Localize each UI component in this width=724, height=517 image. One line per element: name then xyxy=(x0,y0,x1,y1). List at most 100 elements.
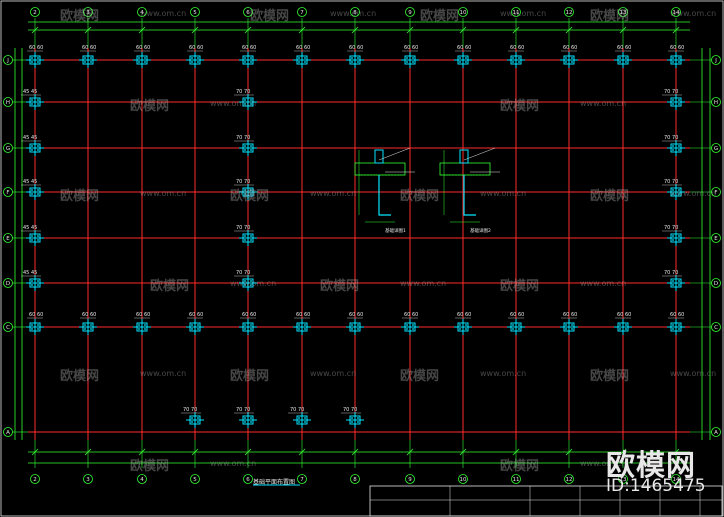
watermark-brand: 欧模网 xyxy=(130,99,170,114)
anchor-bolt xyxy=(465,324,467,326)
axis-bubble-circle xyxy=(564,7,574,17)
anchor-bolt xyxy=(304,421,306,423)
footing-dimension-tag: 60 60 xyxy=(29,312,43,318)
axis-bubble-label: 8 xyxy=(353,477,357,483)
watermark-brand: 欧模网 xyxy=(400,189,440,204)
column-footing: 70 70 xyxy=(181,407,204,428)
anchor-bolt xyxy=(244,235,246,237)
foundation-detail: 基础详图1 xyxy=(354,147,415,234)
anchor-bolt xyxy=(37,57,39,59)
axis-bubble-circle xyxy=(350,7,360,17)
anchor-bolt xyxy=(512,328,514,330)
anchor-bolt xyxy=(518,57,520,59)
axis-bubble-label: 7 xyxy=(300,477,304,483)
dim-slash xyxy=(619,26,627,34)
axis-bubble-label: 10 xyxy=(460,10,467,16)
anchor-bolt xyxy=(144,61,146,63)
column-footing: 70 70 xyxy=(341,407,364,428)
anchor-bolt xyxy=(357,324,359,326)
anchor-bolt xyxy=(518,328,520,330)
footing-dimension-tag: 60 60 xyxy=(670,45,684,51)
watermark-brand: 欧模网 xyxy=(420,9,460,24)
dim-slash xyxy=(459,448,467,456)
anchor-bolt xyxy=(565,324,567,326)
anchor-bolt xyxy=(197,421,199,423)
anchor-bolt xyxy=(619,57,621,59)
anchor-bolt xyxy=(244,284,246,286)
anchor-bolt xyxy=(244,57,246,59)
footing-dimension-tag: 70 70 xyxy=(236,225,250,231)
axis-bubble-col: 11 xyxy=(511,7,521,17)
axis-bubble-label: 11 xyxy=(513,477,520,483)
column-footing: 60 60 xyxy=(560,312,578,335)
anchor-bolt xyxy=(298,417,300,419)
column-footing: 70 70 xyxy=(662,89,685,110)
footing-dimension-tag: 70 70 xyxy=(664,225,678,231)
watermark-brand: 欧模网 xyxy=(590,369,630,384)
axis-bubble-circle xyxy=(83,7,93,17)
footing-dimension-tag: 60 60 xyxy=(617,45,631,51)
axis-bubble-label: 5 xyxy=(193,10,197,16)
anchor-bolt xyxy=(37,280,39,282)
column-footing: 45 45 xyxy=(21,270,44,291)
axis-bubble-label: G xyxy=(714,146,718,152)
axis-bubble-col: 8 xyxy=(350,7,360,17)
axis-bubble-circle xyxy=(711,427,721,437)
brand-watermark: 欧模网 xyxy=(606,448,697,482)
axis-bubble-row: C xyxy=(711,322,721,332)
detail-column xyxy=(374,149,384,164)
axis-bubble-label: 12 xyxy=(566,10,573,16)
anchor-bolt xyxy=(672,149,674,151)
title-block-frame xyxy=(369,485,723,517)
dim-slash xyxy=(298,448,306,456)
watermark-url: www.om.cn xyxy=(310,369,357,378)
footing-dimension-tag: 60 60 xyxy=(457,312,471,318)
axis-bubble-col: 6 xyxy=(243,7,253,17)
anchor-bolt xyxy=(672,328,674,330)
footing-dimension-tag: 70 70 xyxy=(236,270,250,276)
footing-dimension-tag: 60 60 xyxy=(136,312,150,318)
footing-dimension-tag: 70 70 xyxy=(236,407,250,413)
anchor-bolt xyxy=(191,421,193,423)
axis-bubble-label: 5 xyxy=(193,477,197,483)
axis-bubble-circle xyxy=(83,474,93,484)
anchor-bolt xyxy=(31,145,33,147)
axis-bubble-circle xyxy=(671,474,681,484)
anchor-bolt xyxy=(250,57,252,59)
footing-dimension-tag: 70 70 xyxy=(664,89,678,95)
axis-bubble-col: 6 xyxy=(243,474,253,484)
anchor-bolt xyxy=(625,324,627,326)
anchor-bolt xyxy=(90,57,92,59)
column-footing: 60 60 xyxy=(614,45,632,68)
footing-dimension-tag: 60 60 xyxy=(189,312,203,318)
watermark-brand: 欧模网 xyxy=(320,279,360,294)
axis-bubble-label: 7 xyxy=(300,10,304,16)
axis-bubble-label: 4 xyxy=(140,10,144,16)
column-footing: 60 60 xyxy=(133,45,151,68)
brand-id-label: ID:1465475 xyxy=(606,476,706,496)
anchor-bolt xyxy=(571,57,573,59)
axis-bubble-label: 6 xyxy=(246,10,250,16)
anchor-bolt xyxy=(459,328,461,330)
anchor-bolt xyxy=(672,239,674,241)
anchor-bolt xyxy=(512,57,514,59)
anchor-bolt xyxy=(250,280,252,282)
anchor-bolt xyxy=(244,149,246,151)
axis-bubble-circle xyxy=(3,97,13,107)
anchor-bolt xyxy=(250,145,252,147)
axis-bubble-circle xyxy=(3,278,13,288)
anchor-bolt xyxy=(197,57,199,59)
axis-bubble-circle xyxy=(405,474,415,484)
axis-bubble-col: 13 xyxy=(618,7,628,17)
anchor-bolt xyxy=(465,328,467,330)
axis-bubble-circle xyxy=(30,7,40,17)
axis-bubble-row: A xyxy=(3,427,13,437)
axis-bubble-label: C xyxy=(6,325,10,331)
column-footing: 60 60 xyxy=(454,45,472,68)
axis-bubble-col: 12 xyxy=(564,474,574,484)
axis-bubble-circle xyxy=(618,474,628,484)
axis-bubble-row: G xyxy=(3,143,13,153)
footing-dimension-tag: 70 70 xyxy=(236,135,250,141)
anchor-bolt xyxy=(351,328,353,330)
